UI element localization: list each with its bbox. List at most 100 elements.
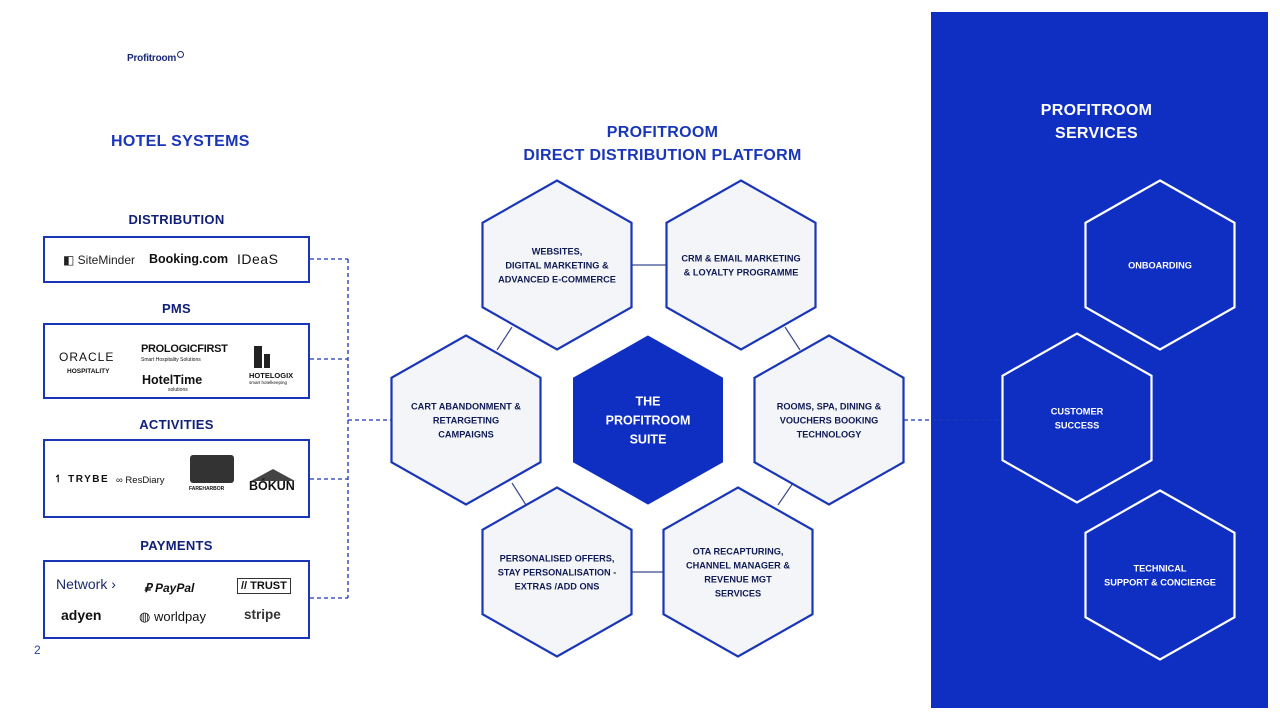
hex-rooms-booking-line-2: VOUCHERS BOOKING <box>780 415 879 425</box>
distribution-box: ◧ SiteMinder Booking.com IDeaS <box>43 236 310 283</box>
hex-onboarding: ONBOARDING <box>1084 179 1236 351</box>
hex-ota-recapturing-line-4: SERVICES <box>715 588 761 598</box>
hex-websites-shape <box>481 179 633 351</box>
hex-websites-line-1: WEBSITES, <box>532 246 583 256</box>
hex-profitroom-suite-line-2: PROFITROOM <box>606 414 691 428</box>
hex-customer-success-line-1: CUSTOMER <box>1051 406 1104 416</box>
trybe-logo: ↿ TRYBE <box>54 474 110 485</box>
hex-link-bottom-right <box>777 482 794 506</box>
hex-crm: CRM & EMAIL MARKETING & LOYALTY PROGRAMME <box>665 179 817 351</box>
hotelogix-mark-icon-2 <box>264 354 270 368</box>
hoteltime-tagline: solutions <box>168 387 188 393</box>
fareharbor-badge-icon <box>190 455 234 483</box>
hex-websites-line-2: DIGITAL MARKETING & <box>505 260 609 270</box>
hex-rooms-booking-line-3: TECHNOLOGY <box>797 429 862 439</box>
hex-technical-support: TECHNICAL SUPPORT & CONCIERGE <box>1084 489 1236 661</box>
stripe-logo: stripe <box>244 607 281 622</box>
payments-heading: PAYMENTS <box>140 538 213 553</box>
network-label: Network <box>56 576 108 592</box>
resdiary-logo: ∞ ResDiary <box>116 475 165 486</box>
hex-layer: WEBSITES, DIGITAL MARKETING & ADVANCED E-C… <box>390 179 1236 661</box>
pms-heading: PMS <box>161 301 192 316</box>
paypal-logo: ₽ PayPal <box>144 581 195 595</box>
hex-link-bottom-left <box>511 482 527 506</box>
hex-ota-recapturing-line-2: CHANNEL MANAGER & <box>686 560 790 570</box>
prologicfirst-logo: PROLOGICFIRST <box>141 343 228 355</box>
hex-cart-abandonment-line-1: CART ABANDONMENT & <box>411 401 521 411</box>
hex-customer-success-line-2: SUCCESS <box>1055 420 1099 430</box>
hex-rooms-booking-line-1: ROOMS, SPA, DINING & <box>777 401 882 411</box>
siteminder-logo: ◧ SiteMinder <box>63 253 136 267</box>
hex-technical-support-shape <box>1084 489 1236 661</box>
trust-label: TRUST <box>250 580 287 592</box>
ideas-logo: IDeaS <box>237 251 279 267</box>
hex-personalised-offers-line-3: EXTRAS /ADD ONS <box>515 581 600 591</box>
platform-title-line2: DIRECT DISTRIBUTION PLATFORM <box>523 147 802 164</box>
hex-rooms-booking: ROOMS, SPA, DINING & VOUCHERS BOOKING TECH… <box>753 334 905 506</box>
hex-link-top-right <box>784 326 801 351</box>
hex-personalised-offers-line-1: PERSONALISED OFFERS, <box>500 553 615 563</box>
hex-cart-abandonment-shape <box>390 334 542 506</box>
hotelogix-mark-icon <box>254 346 262 368</box>
logo-mark-icon <box>177 51 185 58</box>
platform-title: PROFITROOM DIRECT DISTRIBUTION PLATFORM <box>470 121 855 167</box>
activities-box: ↿ TRYBE ∞ ResDiary FAREHARBOR BÓKUN <box>43 439 310 518</box>
hex-ota-recapturing-line-3: REVENUE MGT <box>704 574 772 584</box>
platform-title-line1: PROFITROOM <box>606 124 719 141</box>
hex-customer-success-shape <box>1001 332 1153 504</box>
hex-crm-line-2: & LOYALTY PROGRAMME <box>684 267 799 277</box>
hex-profitroom-suite: THE PROFITROOM SUITE <box>573 335 723 505</box>
worldpay-label: worldpay <box>153 609 206 624</box>
hex-ota-recapturing-line-1: OTA RECAPTURING, <box>693 546 784 556</box>
hex-websites-line-3: ADVANCED E-COMMERCE <box>498 274 616 284</box>
network-logo: Network › <box>56 576 116 592</box>
hex-personalised-offers-shape <box>481 486 633 658</box>
hex-personalised-offers-line-2: STAY PERSONALISATION - <box>498 567 617 577</box>
hex-cart-abandonment: CART ABANDONMENT & RETARGETING CAMPAIGNS <box>390 334 542 506</box>
adyen-logo: adyen <box>61 607 102 623</box>
prologicfirst-tagline: Smart Hospitality Solutions <box>141 357 201 363</box>
connectors <box>310 258 1003 599</box>
oracle-hospitality-label: HOSPITALITY <box>67 368 110 375</box>
bokun-mountain-icon <box>251 469 295 481</box>
hex-crm-shape <box>665 179 817 351</box>
booking-logo: Booking.com <box>149 252 229 266</box>
hoteltime-logo: HotelTime <box>142 373 203 387</box>
hex-link-top-left <box>496 326 513 351</box>
hex-profitroom-suite-shape <box>573 335 723 505</box>
pms-box: ORACLE HOSPITALITY PROLOGICFIRST Smart H… <box>43 323 310 399</box>
profitroom-logo: Profitroom <box>127 51 185 64</box>
services-title: PROFITROOM SERVICES <box>1000 99 1193 145</box>
hex-onboarding-line-1: ONBOARDING <box>1128 260 1192 270</box>
resdiary-label: ResDiary <box>125 475 165 486</box>
hex-cart-abandonment-line-2: RETARGETING <box>433 415 499 425</box>
oracle-logo: ORACLE <box>59 350 115 364</box>
hex-technical-support-line-1: TECHNICAL <box>1133 563 1186 573</box>
trust-payments-logo: // TRUST <box>237 578 291 594</box>
bokun-logo: BÓKUN <box>249 479 295 493</box>
hex-ota-recapturing: OTA RECAPTURING, CHANNEL MANAGER & REVENUE… <box>662 486 814 658</box>
activities-heading: ACTIVITIES <box>139 417 214 432</box>
hex-onboarding-shape <box>1084 179 1236 351</box>
services-title-line1: PROFITROOM <box>1040 102 1153 119</box>
hex-ota-recapturing-shape <box>662 486 814 658</box>
hex-profitroom-suite-line-1: THE <box>636 395 661 409</box>
fareharbor-logo: FAREHARBOR <box>189 486 225 492</box>
hex-cart-abandonment-line-3: CAMPAIGNS <box>438 429 493 439</box>
services-title-line2: SERVICES <box>1054 125 1139 142</box>
paypal-label: PayPal <box>154 581 195 595</box>
hex-customer-success: CUSTOMER SUCCESS <box>1001 332 1153 504</box>
payments-box: Network › ₽ PayPal // TRUST adyen ◍ worl… <box>43 560 310 639</box>
distribution-heading: DISTRIBUTION <box>128 212 225 227</box>
hex-personalised-offers: PERSONALISED OFFERS, STAY PERSONALISATION… <box>481 486 633 658</box>
page-number: 2 <box>34 643 41 657</box>
hex-profitroom-suite-line-3: SUITE <box>630 433 667 447</box>
hex-websites: WEBSITES, DIGITAL MARKETING & ADVANCED E-C… <box>481 179 633 351</box>
hex-crm-line-1: CRM & EMAIL MARKETING <box>681 253 800 263</box>
hex-technical-support-line-2: SUPPORT & CONCIERGE <box>1104 577 1216 587</box>
hex-rooms-booking-shape <box>753 334 905 506</box>
worldpay-logo: ◍ worldpay <box>139 609 206 624</box>
hotelogix-tagline: smart hotelkeeping <box>249 380 288 385</box>
hotel-systems-title: HOTEL SYSTEMS <box>111 133 250 150</box>
